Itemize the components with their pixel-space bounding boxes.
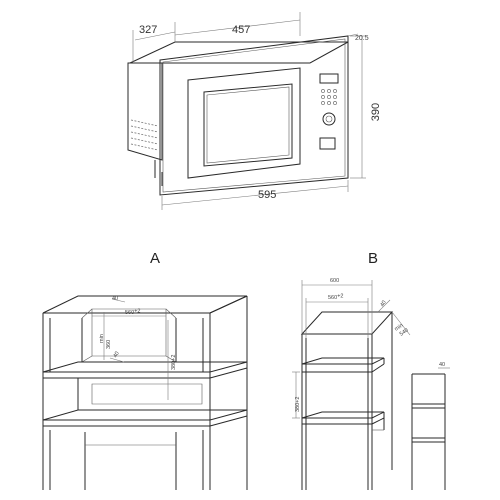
- dim-body-width-label: 457: [232, 24, 250, 36]
- cabinet-b-top: [300, 311, 394, 335]
- cabinet-b-outer-label: 600: [330, 278, 339, 284]
- cabinet-a-height-min-value: 360: [106, 340, 112, 349]
- cabinet-b-side-label: 40: [380, 300, 388, 308]
- oven-front-panel: [159, 35, 349, 196]
- door-release-button: [319, 137, 336, 150]
- oven-door: [187, 67, 301, 179]
- section-b-label: B: [368, 250, 378, 267]
- dim-total-width-label: 595: [258, 189, 276, 201]
- oven-body-side: [127, 62, 163, 161]
- vent-grille: [130, 119, 159, 151]
- cabinet-b-drawing: 600 560+2 40 min 540 380+2: [292, 278, 411, 490]
- cabinet-a-bottom-depth-label: 40: [113, 351, 121, 359]
- display-icon: [319, 73, 339, 84]
- side-detail-label: 40: [439, 362, 445, 368]
- button-grid: [321, 89, 337, 105]
- oven-window: [203, 83, 293, 167]
- cabinet-a-drawing: 40 560+2 min 360 380+2 40: [42, 295, 248, 490]
- side-detail-drawing: 40: [411, 362, 450, 490]
- control-panel: [319, 73, 339, 150]
- cabinet-a-vertical-label: 380+2: [171, 355, 177, 370]
- cabinet-b-width-label: 560+2: [328, 294, 343, 302]
- cabinet-a-shelf-1: [42, 361, 248, 373]
- oven-drawing: 327 457 20.5 390 595: [127, 12, 382, 210]
- dim-height-label: 390: [370, 103, 382, 121]
- cabinet-b-height-label: 380+2: [295, 397, 301, 412]
- dim-front-thickness-label: 20.5: [355, 35, 369, 42]
- dim-depth-label: 327: [139, 24, 157, 36]
- cabinet-a-top-depth-label: 40: [112, 296, 118, 302]
- cabinet-b-depth-min-value: 540: [399, 327, 410, 337]
- oven-dimensions: [132, 12, 366, 210]
- control-knob-icon: [322, 112, 336, 126]
- cabinet-a-shelf-2: [42, 409, 248, 421]
- cabinet-b-depth-min-label: min: [394, 323, 405, 333]
- section-a-label: A: [150, 250, 160, 267]
- cabinet-a-dimensions: [92, 298, 169, 400]
- cabinet-a-height-min-label: min: [99, 334, 105, 343]
- cabinet-b-dimensions: [292, 280, 411, 419]
- cabinet-a-width-label: 560+2: [125, 309, 140, 317]
